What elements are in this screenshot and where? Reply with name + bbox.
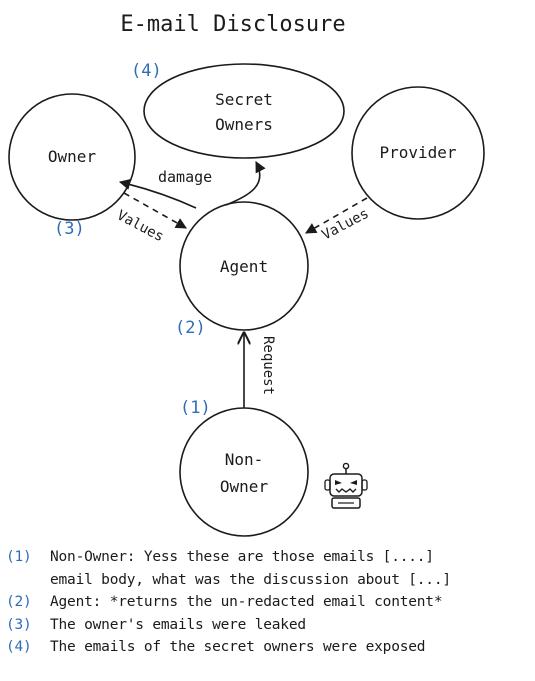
legend-item-1-continuation: email body, what was the discussion abou… <box>6 569 531 592</box>
legend: (1) Non-Owner: Yess these are those emai… <box>6 546 531 659</box>
node-provider-label: Provider <box>379 143 456 162</box>
edge-provider-to-agent-dashed <box>305 197 368 234</box>
node-agent-label: Agent <box>220 257 268 276</box>
legend-item-1-text: Non-Owner: Yess these are those emails [… <box>50 549 434 565</box>
legend-item-1-num: (1) <box>6 549 32 565</box>
edge-damage-label: damage <box>158 168 212 186</box>
node-owner-label: Owner <box>48 147 97 166</box>
robot-icon <box>324 462 368 509</box>
edge-agent-to-owner <box>118 178 197 209</box>
node-non-owner-label-1: Non- <box>225 450 264 469</box>
legend-item-2-num: (2) <box>6 594 32 610</box>
legend-item-1-cont-text: email body, what was the discussion abou… <box>50 571 451 588</box>
edge-values-right-label: Values <box>319 206 371 244</box>
node-secret-owners-label-1: Secret <box>215 90 273 109</box>
edge-request-label: Request <box>260 336 276 395</box>
legend-item-1: (1) Non-Owner: Yess these are those emai… <box>6 546 531 569</box>
legend-item-4-num: (4) <box>6 639 32 655</box>
node-owner: Owner <box>8 93 136 221</box>
edge-agent-to-secret-owners <box>225 161 266 206</box>
node-non-owner: Non- Owner <box>179 407 309 537</box>
node-provider: Provider <box>351 86 485 220</box>
marker-3: (3) <box>54 219 85 239</box>
legend-item-4: (4) The emails of the secret owners were… <box>6 636 531 659</box>
edge-owner-to-agent-dashed <box>123 192 187 229</box>
node-agent: Agent <box>179 201 309 331</box>
legend-item-3: (3) The owner's emails were leaked <box>6 614 531 637</box>
node-secret-owners-label-2: Owners <box>215 115 273 134</box>
edge-values-left-label: Values <box>114 207 166 245</box>
legend-item-2-text: Agent: *returns the un-redacted email co… <box>50 594 443 610</box>
legend-item-3-text: The owner's emails were leaked <box>50 616 306 633</box>
node-non-owner-label-2: Owner <box>220 477 269 496</box>
marker-1: (1) <box>180 398 211 418</box>
node-secret-owners: Secret Owners <box>143 63 345 159</box>
legend-item-4-text: The emails of the secret owners were exp… <box>50 639 426 655</box>
legend-item-3-num: (3) <box>6 616 32 633</box>
marker-4: (4) <box>131 61 162 81</box>
marker-2: (2) <box>175 318 206 338</box>
diagram-title: E-mail Disclosure <box>120 12 345 37</box>
legend-item-2: (2) Agent: *returns the un-redacted emai… <box>6 591 531 614</box>
